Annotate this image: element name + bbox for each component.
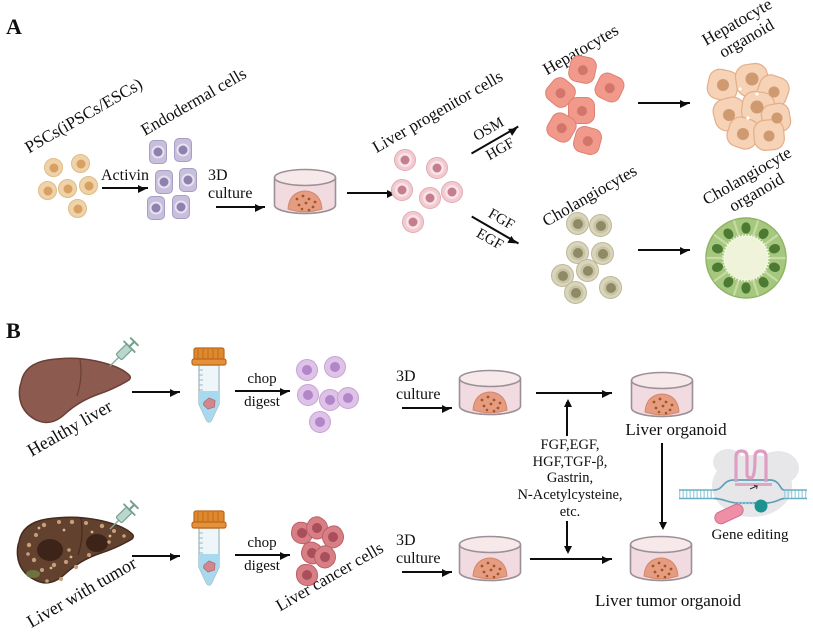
cholangiocyte-cell-icon	[551, 264, 574, 287]
endodermal-cell-icon	[172, 195, 190, 219]
progenitor-cell-icon	[419, 187, 441, 209]
hepatocyte-cell-icon	[566, 53, 599, 86]
psc-label: PSCs(iPSCs/ESCs)	[21, 74, 146, 157]
endodermal-label: Endodermal cells	[137, 63, 250, 140]
liver-cell-icon	[337, 387, 359, 409]
progenitor-cell-icon	[402, 211, 424, 233]
hepatocyte-cell-icon	[591, 69, 628, 106]
healthy-liver-icon	[18, 357, 132, 424]
cholangiocyte-cell-icon	[589, 214, 612, 237]
chop-digest-group: chop digest	[230, 371, 294, 412]
growth-factor-arrow-up	[564, 399, 572, 436]
chop-digest-arrow	[234, 388, 290, 397]
hepatocyte-organoid-icon	[706, 62, 792, 151]
falcon-tube-icon	[189, 347, 229, 427]
liver-cell-icon	[297, 384, 319, 406]
osm-hgf-arrow-group: OSM HGF	[459, 108, 531, 173]
arrow	[132, 553, 180, 561]
growth-factor-arrow-down	[564, 521, 572, 554]
arrow	[638, 100, 690, 108]
arrow	[638, 247, 690, 255]
culture-arrow-group: 3D culture	[208, 167, 272, 212]
activin-arrow	[102, 185, 148, 194]
fgf-egf-arrow-group: FGF EGF	[459, 198, 531, 263]
culture-arrow	[215, 203, 265, 212]
culture-3d-label: 3D culture	[396, 368, 441, 404]
organoid-to-tumor-arrow	[659, 443, 667, 530]
arrow	[530, 556, 612, 564]
chop-label: chop	[247, 371, 277, 387]
psc-cell-icon	[79, 176, 98, 195]
culture-arrow	[402, 404, 452, 413]
activin-label: Activin	[101, 167, 149, 184]
progenitor-cell-icon	[394, 149, 416, 171]
liver-cell-icon	[309, 411, 331, 433]
cholangiocyte-organoid-icon	[705, 217, 787, 299]
chop-digest-arrow	[234, 552, 290, 561]
liver-cell-icon	[324, 356, 346, 378]
psc-cell-icon	[71, 154, 90, 173]
chop-digest-group: chop digest	[230, 535, 294, 576]
syringe-icon	[103, 495, 143, 537]
digest-label: digest	[244, 394, 280, 411]
progenitor-cell-icon	[426, 157, 448, 179]
chop-label: chop	[247, 535, 277, 551]
crispr-gene-editing-icon	[679, 449, 807, 525]
culture-arrow-group: 3D culture	[396, 532, 458, 577]
cholangiocyte-cell-icon	[599, 276, 622, 299]
psc-cell-icon	[44, 158, 63, 177]
growth-factors-label: FGF,EGF, HGF,TGF-β, Gastrin, N-Acetylcys…	[517, 437, 623, 520]
hepatocyte-cell-icon	[570, 123, 605, 158]
endodermal-cell-icon	[179, 168, 197, 192]
petri-dish-icon	[272, 168, 338, 216]
petri-dish-icon	[629, 371, 695, 419]
digest-label: digest	[244, 558, 280, 575]
panel-b-label: B	[6, 318, 21, 343]
cholangiocyte-cell-icon	[576, 259, 599, 282]
cholangiocyte-cell-icon	[566, 212, 589, 235]
endodermal-cell-icon	[149, 140, 167, 164]
liver-organoid-label: Liver organoid	[625, 420, 727, 439]
panel-a-label: A	[6, 14, 22, 39]
arrow	[347, 190, 397, 198]
endodermal-cell-icon	[155, 170, 173, 194]
psc-cell-icon	[38, 181, 57, 200]
cholangiocyte-cell-icon	[564, 281, 587, 304]
progenitor-cell-icon	[391, 179, 413, 201]
liver-tumor-organoid-label: Liver tumor organoid	[594, 591, 742, 610]
petri-dish-icon	[457, 369, 523, 417]
psc-cell-icon	[68, 199, 87, 218]
cancer-cell-icon	[296, 564, 318, 586]
endodermal-cell-icon	[174, 138, 192, 162]
arrow	[132, 389, 180, 397]
progenitor-cell-icon	[441, 181, 463, 203]
cholangiocyte-cell-icon	[591, 242, 614, 265]
petri-dish-icon	[457, 535, 523, 583]
culture-arrow	[402, 568, 452, 577]
psc-cell-icon	[58, 179, 77, 198]
endodermal-cell-icon	[147, 196, 165, 220]
tumor-liver-icon	[16, 516, 135, 584]
culture-3d-label: 3D culture	[208, 167, 253, 203]
activin-arrow-group: Activin	[96, 167, 154, 194]
gene-editing-label: Gene editing	[711, 527, 789, 543]
culture-3d-label: 3D culture	[396, 532, 441, 568]
culture-arrow-group: 3D culture	[396, 368, 458, 413]
falcon-tube-icon	[189, 510, 229, 590]
petri-dish-icon	[628, 535, 694, 583]
arrow	[536, 390, 612, 398]
syringe-icon	[103, 332, 143, 374]
liver-cell-icon	[296, 359, 318, 381]
